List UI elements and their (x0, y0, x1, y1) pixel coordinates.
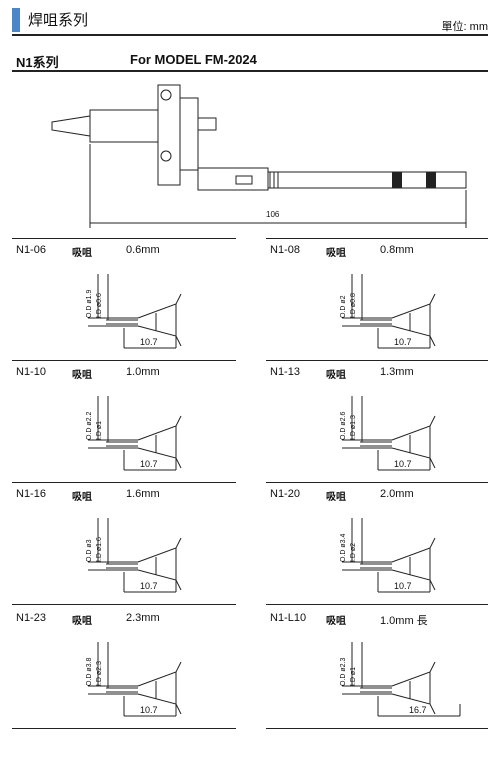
nozzle-type: 吸咀 (326, 370, 346, 381)
model-name: For MODEL FM-2024 (130, 52, 257, 67)
nozzle-tip-drawing (88, 518, 182, 593)
nozzle-tip-drawing (88, 642, 182, 717)
nozzle-code: N1-08 (270, 244, 300, 256)
row-divider (266, 604, 488, 605)
outer-diameter-label: O.D ø2 (340, 295, 347, 318)
inner-diameter-label: I.D ø1.3 (350, 415, 357, 440)
inner-diameter-label: I.D ø0.8 (350, 293, 357, 318)
overall-length-label: 106 (266, 210, 280, 219)
inner-diameter-label: I.D ø0.6 (96, 293, 103, 318)
nozzle-code: N1-06 (16, 244, 46, 256)
length-dimension-label: 10.7 (394, 337, 412, 347)
length-dimension-label: 10.7 (140, 705, 158, 715)
length-dimension-label: 10.7 (394, 581, 412, 591)
nozzle-tip-drawing (88, 274, 182, 349)
nozzle-size: 1.6mm (126, 488, 160, 500)
nozzle-code: N1-13 (270, 366, 300, 378)
outer-diameter-label: O.D ø2.6 (340, 411, 347, 440)
series-divider (12, 70, 488, 72)
outer-diameter-label: O.D ø3 (86, 539, 93, 562)
nozzle-size: 0.6mm (126, 244, 160, 256)
row-divider (12, 728, 236, 729)
nozzle-code: N1-23 (16, 612, 46, 624)
outer-diameter-label: O.D ø3.8 (86, 657, 93, 686)
inner-diameter-label: I.D ø2 (350, 542, 357, 562)
outer-diameter-label: O.D ø3.4 (340, 533, 347, 562)
nozzle-size: 1.3mm (380, 366, 414, 378)
nozzle-tip-drawing (342, 642, 461, 717)
row-divider (266, 728, 488, 729)
nozzle-type: 吸咀 (326, 616, 346, 627)
row-divider (12, 238, 236, 239)
nozzle-type: 吸咀 (72, 248, 92, 259)
nozzle-code: N1-10 (16, 366, 46, 378)
inner-diameter-label: I.D ø1.6 (96, 537, 103, 562)
row-divider (266, 360, 488, 361)
main-nozzle-drawing (51, 84, 467, 228)
header-divider (12, 34, 488, 36)
nozzle-tip-drawing (342, 274, 436, 349)
row-divider (266, 482, 488, 483)
inner-diameter-label: I.D ø1 (96, 420, 103, 440)
outer-diameter-label: O.D ø2.3 (340, 657, 347, 686)
row-divider (12, 482, 236, 483)
header-accent-bar (12, 8, 20, 32)
nozzle-type: 吸咀 (72, 492, 92, 503)
nozzle-size: 1.0mm (126, 366, 160, 378)
length-dimension-label: 10.7 (140, 337, 158, 347)
nozzle-code: N1-16 (16, 488, 46, 500)
length-dimension-label: 10.7 (140, 459, 158, 469)
nozzle-type: 吸咀 (72, 616, 92, 627)
nozzle-tip-drawing (342, 518, 436, 593)
nozzle-type: 吸咀 (326, 492, 346, 503)
nozzle-code: N1-L10 (270, 612, 307, 624)
inner-diameter-label: I.D ø1 (350, 666, 357, 686)
length-dimension-label: 16.7 (409, 705, 427, 715)
unit-label: 單位: mm (441, 21, 488, 33)
nozzle-size: 0.8mm (380, 244, 414, 256)
outer-diameter-label: O.D ø1.9 (86, 289, 93, 318)
length-dimension-label: 10.7 (140, 581, 158, 591)
nozzle-type: 吸咀 (72, 370, 92, 381)
row-divider (12, 604, 236, 605)
nozzle-size: 2.0mm (380, 488, 414, 500)
length-dimension-label: 10.7 (394, 459, 412, 469)
nozzle-size: 2.3mm (126, 612, 160, 624)
page-title: 焊咀系列 (28, 12, 89, 29)
row-divider (266, 238, 488, 239)
nozzle-tip-drawing (88, 396, 182, 471)
series-name: N1系列 (16, 55, 59, 70)
nozzle-size: 1.0mm 長 (380, 615, 428, 627)
nozzle-type: 吸咀 (326, 248, 346, 259)
outer-diameter-label: O.D ø2.2 (86, 411, 93, 440)
nozzle-code: N1-20 (270, 488, 300, 500)
nozzle-tip-drawing (342, 396, 436, 471)
inner-diameter-label: I.D ø2.3 (96, 661, 103, 686)
row-divider (12, 360, 236, 361)
